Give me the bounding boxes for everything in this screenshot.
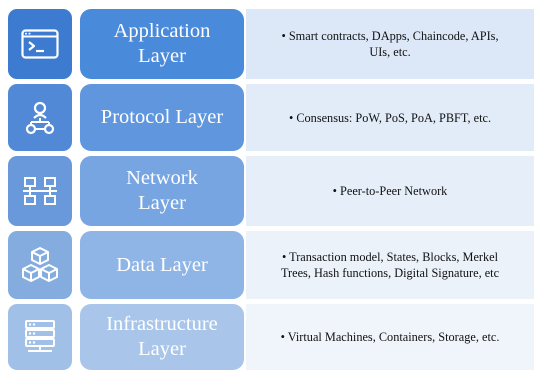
- layer-description: • Transaction model, States, Blocks, Mer…: [246, 231, 534, 299]
- layer-icon-box: [8, 231, 72, 299]
- user-network-icon: [25, 101, 55, 134]
- layer-protocol: Protocol Layer • Consensus: PoW, PoS, Po…: [0, 84, 534, 151]
- server-rack-icon: [25, 320, 55, 352]
- layer-name: Application Layer: [80, 9, 244, 79]
- data-cubes-icon: [22, 247, 58, 282]
- layer-description: • Virtual Machines, Containers, Storage,…: [246, 304, 534, 370]
- layer-name: Data Layer: [80, 231, 244, 299]
- layer-description: • Smart contracts, DApps, Chaincode, API…: [246, 9, 534, 79]
- layer-name: Network Layer: [80, 156, 244, 226]
- layer-description: • Consensus: PoW, PoS, PoA, PBFT, etc.: [246, 84, 534, 151]
- network-nodes-icon: [23, 177, 57, 205]
- layer-icon-box: [8, 156, 72, 226]
- layer-icon-box: [8, 9, 72, 79]
- terminal-window-icon: [21, 29, 59, 59]
- layer-icon-box: [8, 84, 72, 151]
- layer-application: Application Layer • Smart contracts, DAp…: [0, 9, 534, 79]
- layer-network: Network Layer • Peer-to-Peer Network: [0, 156, 534, 226]
- layer-description: • Peer-to-Peer Network: [246, 156, 534, 226]
- layer-infrastructure: Infrastructure Layer • Virtual Machines,…: [0, 304, 534, 370]
- layer-name: Infrastructure Layer: [80, 304, 244, 370]
- layer-name: Protocol Layer: [80, 84, 244, 151]
- layer-data: Data Layer • Transaction model, States, …: [0, 231, 534, 299]
- layer-icon-box: [8, 304, 72, 370]
